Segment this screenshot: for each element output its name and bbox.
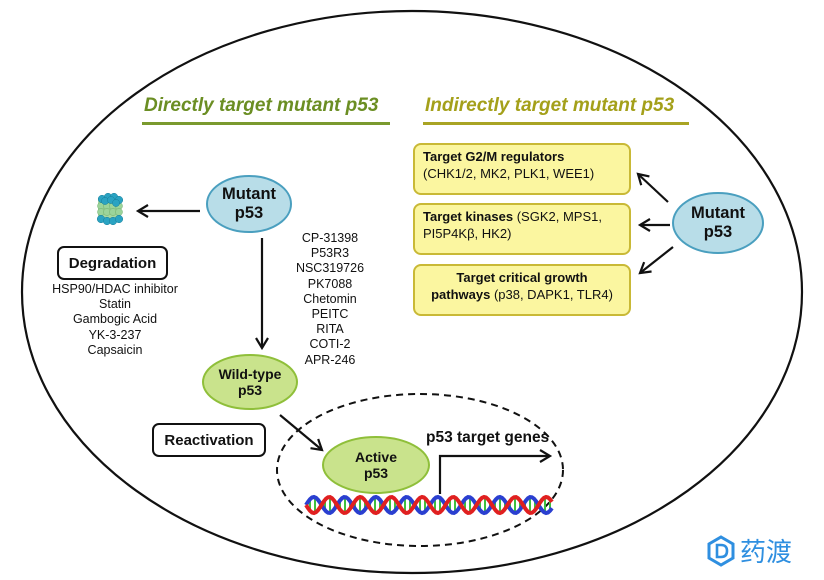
arrow-to-active	[279, 414, 324, 452]
watermark-logo: 药渡	[706, 532, 792, 569]
mutant-p53-right-line2: p53	[703, 223, 733, 241]
arrow-to-g2m	[636, 172, 669, 203]
mutant-p53-right: Mutant p53	[673, 193, 763, 253]
reactivation-box: Reactivation	[152, 423, 266, 457]
active-p53: Active p53	[323, 437, 429, 493]
degradation-agent: HSP90/HDAC inhibitor	[52, 282, 178, 296]
mutant-p53-left: Mutant p53	[207, 176, 291, 232]
target-kinases-box: Target kinases (SGK2, MPS1, PI5P4Kβ, HK2…	[413, 203, 631, 255]
reactivation-agent: APR-246	[304, 352, 356, 367]
reactivation-agent: RITA	[316, 322, 344, 337]
target-g2m-detail: (CHK1/2, MK2, PLK1, WEE1)	[423, 165, 595, 181]
wild-type-p53-line2: p53	[237, 382, 263, 398]
watermark-text: 药渡	[740, 538, 793, 568]
reactivation-agent: COTI-2	[309, 337, 351, 352]
heading-indirect-target: Indirectly target mutant p53	[425, 95, 675, 116]
active-p53-shape	[322, 436, 430, 494]
target-growth-box: Target critical growth pathways (p38, DA…	[413, 264, 631, 316]
reactivation-agent: NSC319726	[295, 261, 365, 276]
wild-type-p53-line1: Wild-type	[218, 365, 282, 382]
reactivation-agent: P53R3	[310, 246, 350, 261]
reactivation-agents-list: CP-31398 P53R3 NSC319726 PK7088 Chetomin…	[283, 231, 377, 368]
reactivation-agent: PK7088	[307, 276, 353, 291]
degradation-agent: Capsaicin	[87, 342, 143, 357]
active-p53-line2: p53	[363, 465, 389, 481]
transcription-arrow	[438, 449, 553, 494]
wild-type-p53: Wild-type p53	[203, 355, 297, 409]
dna-strand-red	[304, 494, 554, 516]
active-p53-line1: Active	[354, 448, 398, 465]
target-g2m-box: Target G2/M regulators (CHK1/2, MK2, PLK…	[413, 143, 631, 195]
heading-direct-target: Directly target mutant p53	[144, 95, 379, 116]
heading-direct-underline	[142, 122, 390, 125]
dna-helix-icon	[304, 494, 554, 516]
nucleus-boundary	[276, 393, 564, 547]
proteasome-icon	[96, 192, 124, 226]
mutant-p53-left-line1: Mutant	[221, 185, 277, 204]
mutant-p53-right-line1: Mutant	[690, 204, 746, 223]
arrow-to-growth	[638, 246, 674, 275]
target-kinases-title: Target kinases	[423, 209, 514, 224]
reactivation-agent: PEITC	[311, 307, 349, 322]
mutant-p53-right-shape	[672, 192, 764, 254]
degradation-agent: Gambogic Acid	[72, 312, 158, 327]
target-growth-title-2: pathways	[431, 286, 491, 302]
target-growth-title: Target critical growth	[456, 270, 588, 285]
degradation-box: Degradation	[57, 246, 168, 280]
degradation-agent: Statin	[99, 297, 131, 312]
wild-type-p53-shape	[202, 354, 298, 410]
degradation-agents-list: HSP90/HDAC inhibitor Statin Gambogic Aci…	[45, 282, 185, 358]
reactivation-agent: Chetomin	[303, 291, 357, 306]
reactivation-agent: CP-31398	[301, 231, 359, 245]
mutant-p53-left-line2: p53	[234, 204, 264, 222]
heading-indirect-underline	[423, 122, 689, 125]
target-g2m-title: Target G2/M regulators	[423, 149, 565, 164]
p53-target-genes-label: p53 target genes	[426, 429, 550, 446]
yaodu-logo-icon	[707, 534, 735, 567]
degradation-agent: YK-3-237	[88, 327, 142, 342]
target-kinases-detail: (SGK2, MPS1, PI5P4Kβ, HK2)	[423, 209, 602, 241]
cell-boundary	[20, 9, 804, 575]
target-growth-detail: (p38, DAPK1, TLR4)	[490, 286, 613, 302]
mutant-p53-left-shape	[206, 175, 292, 233]
